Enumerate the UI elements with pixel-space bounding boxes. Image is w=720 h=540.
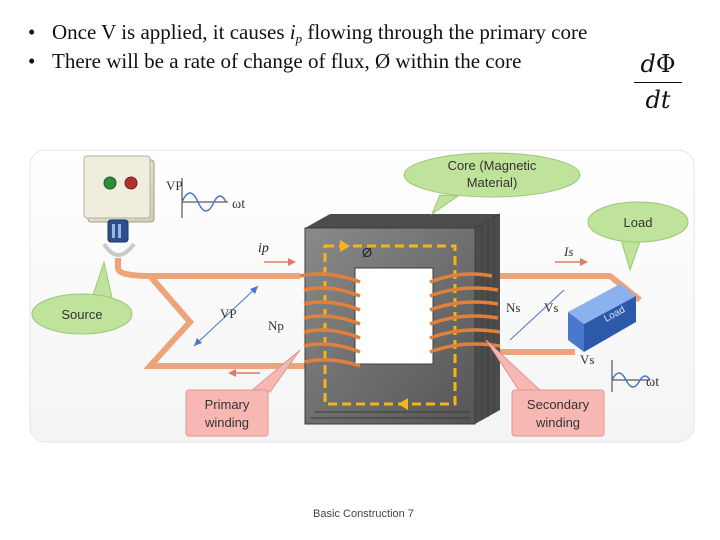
load-block: Load	[568, 284, 636, 352]
label-vs-wave: Vs	[580, 352, 594, 367]
label-np: Np	[268, 318, 284, 333]
core-window	[354, 267, 434, 365]
primary-waveform	[181, 178, 228, 218]
callout-core-line1: Core (Magnetic	[448, 158, 537, 173]
vp-arrow	[193, 285, 259, 347]
formula-d: d	[640, 50, 656, 78]
bullet-2-text: There will be a rate of change of flux, …	[52, 49, 522, 73]
label-wt-top: ωt	[232, 197, 245, 212]
flux-path	[323, 244, 457, 406]
callout-primary-winding: Primary winding	[185, 349, 301, 437]
current-subscript: p	[295, 31, 303, 46]
current-symbol: i	[289, 20, 296, 44]
bullet-1-after: flowing through the primary core	[302, 20, 588, 44]
magnetic-core	[304, 213, 501, 425]
callout-primary-line2: winding	[204, 415, 249, 430]
formula-phi: Φ	[655, 50, 676, 78]
label-wt-bottom: ωt	[646, 375, 659, 390]
bullet-current-flow: •Once V is applied, it causes ip flowing…	[28, 20, 588, 46]
vs-arrow	[509, 289, 565, 341]
label-is: Is	[563, 244, 573, 259]
callout-secondary-winding: Secondary winding	[485, 339, 605, 437]
fraction-bar	[634, 82, 682, 83]
callout-secondary-line1: Secondary	[527, 397, 590, 412]
label-vs: Vs	[544, 300, 558, 315]
callout-secondary-line2: winding	[535, 415, 580, 430]
flux-arrow-icon	[398, 398, 408, 410]
label-phi: Ø	[362, 245, 372, 260]
primary-winding-coils	[299, 272, 361, 368]
source-red-light-icon	[124, 176, 138, 190]
flux-derivative-formula: dΦ dt	[634, 52, 682, 112]
formula-dt: dt	[645, 86, 671, 114]
label-vp: VP	[220, 306, 237, 321]
source-green-light-icon	[103, 176, 117, 190]
secondary-winding-coils	[429, 272, 501, 354]
bullet-1-before: Once V is applied, it causes	[52, 20, 290, 44]
secondary-waveform	[611, 360, 651, 392]
label-ns: Ns	[506, 300, 520, 315]
label-ip: ip	[258, 241, 269, 256]
slide-footer: Basic Construction 7	[313, 508, 414, 520]
callout-load-text: Load	[624, 215, 653, 230]
callout-core: Core (Magnetic Material)	[403, 152, 581, 216]
bullet-flux-change: •There will be a rate of change of flux,…	[28, 49, 522, 73]
callout-source-text: Source	[61, 307, 102, 322]
source-box	[83, 155, 155, 257]
primary-circuit-wires	[115, 258, 305, 369]
callout-core-line2: Material)	[467, 175, 518, 190]
callout-primary-line1: Primary	[205, 397, 250, 412]
callout-source: Source	[31, 260, 133, 335]
label-vp-wave: VP	[166, 178, 183, 193]
callout-load: Load	[587, 201, 689, 272]
